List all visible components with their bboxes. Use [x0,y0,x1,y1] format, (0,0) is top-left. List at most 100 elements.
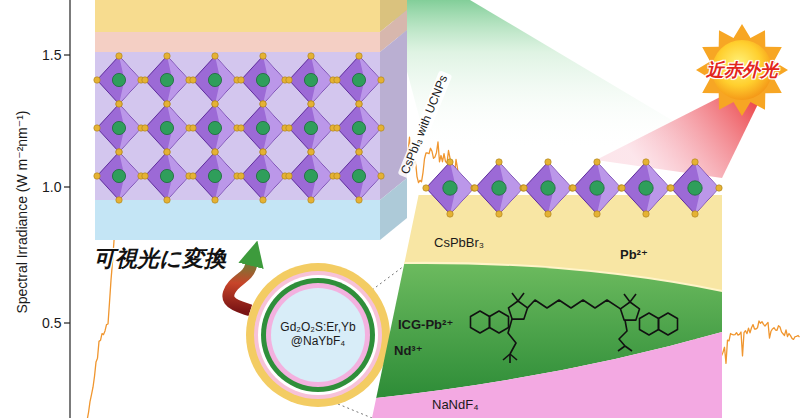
halide-ball [378,77,384,83]
halide-ball [447,159,453,165]
cation-ball [208,121,221,134]
chemical-bond [630,294,636,302]
octahedron [475,162,523,214]
octahedron [145,56,189,104]
axis-tick [64,186,70,187]
halide-ball [692,159,698,165]
cation-ball [112,121,125,134]
halide-ball [286,77,292,83]
halide-ball [116,197,122,203]
chemical-bond [508,319,516,354]
octahedron [524,162,572,214]
halide-ball [164,149,170,155]
halide-ball [496,211,502,217]
halide-ball [116,53,122,59]
halide-ball [569,185,575,191]
cation-ball [639,181,653,195]
halide-ball [142,125,148,131]
halide-ball [238,125,244,131]
chemical-bond [528,300,621,309]
halide-ball [356,149,362,155]
halide-ball [286,125,292,131]
octahedron [97,56,141,104]
halide-ball [238,77,244,83]
zoom-guide [372,266,404,290]
halide-ball [619,185,625,191]
octahedron [337,152,381,200]
halide-ball [334,125,340,131]
chemical-bond [618,346,625,351]
cation-ball [304,73,317,86]
particle-shell [266,283,370,387]
particle-shell [271,288,365,382]
octahedron [671,162,719,214]
particle-shell [246,263,390,407]
octahedron [241,56,285,104]
cation-ball [590,181,604,195]
halide-ball [116,101,122,107]
halide-ball [496,159,502,165]
halide-ball [142,173,148,179]
octahedron [193,104,237,152]
octahedron [145,104,189,152]
halide-ball [521,185,527,191]
halide-ball [356,53,362,59]
cation-ball [352,73,365,86]
layer-label: NaNdF₄ [432,398,478,413]
indole-ring [509,301,528,319]
halide-ball [212,197,218,203]
halide-ball [520,185,526,191]
halide-ball [356,101,362,107]
halide-ball [94,77,100,83]
halide-ball [668,185,674,191]
cation-ball [541,181,555,195]
halide-ball [116,149,122,155]
nanoparticle-circle: Gd₂O₂S:Er,Yb @NaYbF₄ [246,263,390,407]
halide-ball [472,185,478,191]
cell-layer [95,200,380,240]
cation-ball [160,169,173,182]
benzene-ring [471,311,490,333]
cell-layer [95,32,380,52]
halide-ball [471,185,477,191]
halide-ball [260,149,266,155]
axis-tick [64,322,70,323]
halide-ball [190,77,196,83]
halide-ball [260,101,266,107]
cation-ball [112,73,125,86]
indole-ring [621,302,640,320]
halide-ball [212,149,218,155]
halide-ball [260,53,266,59]
chemical-bond [509,354,511,363]
cation-ball [256,73,269,86]
chemical-bond [518,293,524,301]
halide-ball [116,149,122,155]
halide-ball [164,53,170,59]
halide-ball [190,173,196,179]
octahedron [289,56,333,104]
octahedron [97,152,141,200]
chemical-bond [503,354,510,360]
axis-tick-label: 1.0 [42,179,61,195]
halide-ball [308,149,314,155]
light-label: 近赤外光 [706,60,778,81]
halide-ball [260,197,266,203]
halide-ball [308,101,314,107]
cation-ball [208,169,221,182]
octahedron [145,152,189,200]
halide-ball [643,159,649,165]
halide-ball [308,149,314,155]
octahedron [193,56,237,104]
layer-label: CsPbBr₃ [434,236,484,251]
edge-label: 可視光に変換 [93,246,226,271]
cation-ball [304,121,317,134]
halide-ball [164,101,170,107]
chemical-bond [510,354,517,360]
axis-title: Spectral Irradiance (W m⁻²nm⁻¹) [14,111,30,314]
halide-ball [618,185,624,191]
halide-ball [570,185,576,191]
halide-ball [260,101,266,107]
halide-ball [423,185,429,191]
benzene-ring [490,311,509,333]
